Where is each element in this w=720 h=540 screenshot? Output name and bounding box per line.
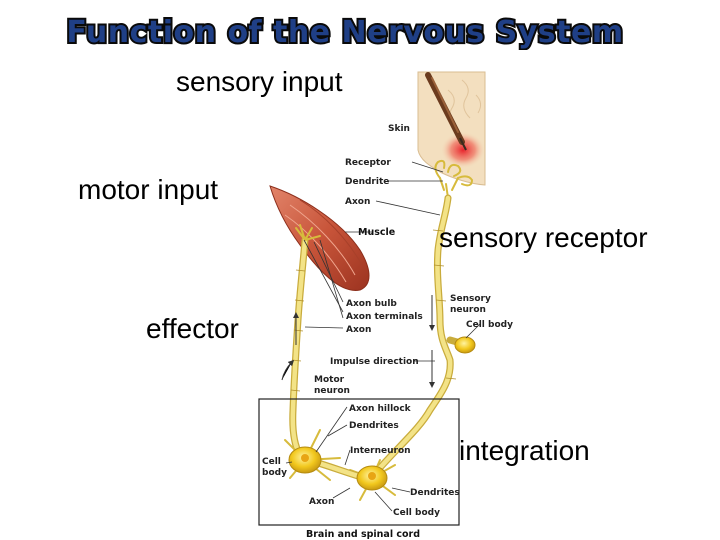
label-interneuron: Interneuron	[350, 446, 411, 456]
spinal-cord-box	[258, 398, 460, 526]
label-axon-bulb: Axon bulb	[346, 299, 397, 309]
term-integration: integration	[459, 435, 590, 466]
title-text: Function of the Nervous System	[66, 15, 623, 50]
label-axon-hillock: Axon hillock	[349, 404, 412, 414]
sensory-cell-body	[454, 336, 476, 354]
label-cell-body-bottom: Cell body	[393, 508, 440, 518]
label-brain-spinal-cord: Brain and spinal cord	[306, 529, 420, 540]
label-dendrites-bottom: Dendrites	[410, 488, 460, 498]
impulse-arrows	[281, 295, 435, 388]
label-cell: Cell	[262, 457, 281, 467]
term-motor-input: motor input	[78, 174, 219, 205]
label-dendrite: Dendrite	[345, 177, 389, 187]
label-axon-bottom: Axon	[309, 497, 334, 507]
pin-needle-icon	[425, 72, 467, 151]
interneuron-cells	[284, 429, 396, 501]
label-cell-body-right: Cell body	[466, 320, 513, 330]
label-receptor: Receptor	[345, 158, 391, 168]
label-motor: Motor	[314, 375, 345, 385]
label-body: body	[262, 468, 287, 478]
myelin-segments	[290, 229, 457, 392]
label-muscle: Muscle	[358, 227, 395, 238]
label-axon-top: Axon	[345, 197, 370, 207]
term-sensory-input: sensory input	[176, 66, 343, 97]
label-axon-terminals: Axon terminals	[346, 312, 423, 322]
label-axon-mid: Axon	[346, 325, 371, 335]
label-sensory: Sensory	[450, 294, 491, 304]
leader-lines	[285, 161, 481, 512]
label-motor-neuron: neuron	[314, 386, 350, 396]
label-neuron: neuron	[450, 305, 486, 315]
figure-labels: Skin Receptor Dendrite Axon Muscle Axon …	[262, 124, 513, 540]
term-effector: effector	[146, 313, 239, 344]
label-impulse-direction: Impulse direction	[330, 357, 419, 367]
label-dendrites-top: Dendrites	[349, 421, 399, 431]
skin-patch	[417, 71, 486, 186]
muscle	[269, 185, 370, 291]
label-skin: Skin	[388, 124, 410, 134]
term-sensory-receptor: sensory receptor	[439, 222, 648, 253]
slide-title: Function of the Nervous System	[64, 13, 625, 50]
